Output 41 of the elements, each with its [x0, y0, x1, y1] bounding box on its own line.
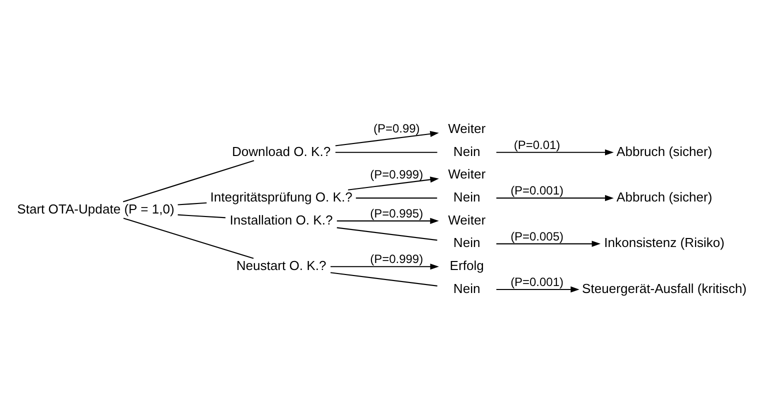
node-text: Installation O. K.?: [230, 212, 333, 227]
edge-label: (P=0.999): [370, 166, 424, 181]
node-text: Nein: [453, 143, 480, 158]
arrow: [496, 148, 614, 155]
node-text: Start OTA-Update (P = 1,0): [17, 200, 174, 216]
node-text: Inkonsistenz (Risiko): [604, 234, 725, 250]
arrow: [335, 130, 439, 146]
edge-label: (P=0.99): [374, 121, 420, 136]
connector: [330, 272, 438, 286]
edge-label: (P=0.995): [370, 206, 424, 220]
edge-label: (P=0.999): [370, 252, 424, 266]
connector: [123, 217, 254, 258]
node-text: Weiter: [448, 212, 486, 227]
arrow: [336, 217, 439, 224]
connector: [335, 151, 438, 152]
edge-label: (P=0.005): [510, 228, 564, 243]
node-text: Integritätsprüfung O. K.?: [210, 188, 352, 204]
connector: [178, 214, 226, 218]
connector: [356, 197, 438, 198]
arrow: [496, 194, 614, 201]
connector: [178, 202, 207, 205]
node-text: Weiter: [448, 166, 486, 182]
edge-label: (P=0.001): [510, 183, 564, 198]
node-text: Neustart O. K.?: [236, 258, 326, 273]
arrow: [348, 176, 439, 190]
connector: [122, 160, 254, 202]
node-text: Erfolg: [450, 258, 484, 273]
edge-label: (P=0.01): [514, 137, 560, 152]
node-text: Nein: [453, 280, 480, 296]
node-text: Nein: [453, 188, 480, 204]
connector: [336, 226, 438, 240]
node-text: Download O. K.?: [232, 143, 331, 158]
edge-label: (P=0.001): [510, 274, 564, 289]
node-text: Abbruch (sicher): [616, 143, 712, 158]
node-text: Abbruch (sicher): [616, 188, 712, 204]
node-text: Steuergerät-Ausfall (kritisch): [582, 280, 747, 296]
arrow: [496, 240, 601, 246]
arrow: [496, 286, 580, 292]
node-text: Nein: [453, 234, 480, 250]
arrow: [330, 263, 439, 270]
node-text: Weiter: [448, 120, 486, 136]
